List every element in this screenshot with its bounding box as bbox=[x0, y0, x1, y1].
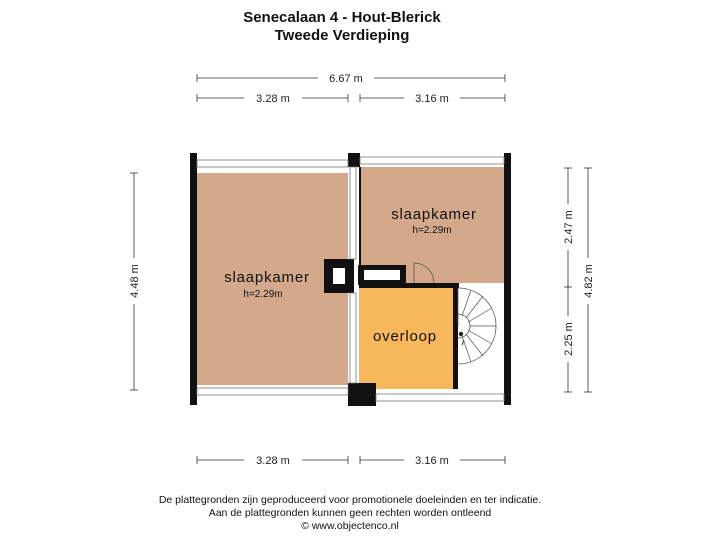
footer-disclaimer-1: De plattegronden zijn geproduceerd voor … bbox=[159, 494, 541, 506]
dimension-label: 2.47 m bbox=[563, 210, 575, 244]
footer-disclaimer-2: Aan de plattegronden kunnen geen rechten… bbox=[209, 507, 492, 519]
dimension-top-right: 3.16 m bbox=[359, 90, 506, 105]
windows bbox=[196, 156, 505, 402]
dimension-label: 4.82 m bbox=[583, 264, 595, 298]
room-overloop bbox=[359, 288, 455, 389]
footer-copyright: © www.objectenco.nl bbox=[301, 520, 399, 532]
room-slaapkamer-right bbox=[359, 167, 504, 283]
dimension-right-lower: 2.25 m bbox=[561, 287, 575, 393]
room-label-right: slaapkamer bbox=[391, 206, 477, 223]
dimension-bottom-left: 3.28 m bbox=[196, 452, 349, 467]
room-slaapkamer-left bbox=[197, 173, 348, 385]
dimension-label: 3.16 m bbox=[415, 455, 449, 467]
door-swing bbox=[413, 262, 435, 284]
dimension-right-total: 4.82 m bbox=[581, 167, 595, 393]
room-height-right: h=2.29m bbox=[412, 225, 451, 236]
dimension-label: 3.28 m bbox=[256, 455, 290, 467]
plan-subtitle: Tweede Verdieping bbox=[275, 27, 410, 44]
dimension-left-height: 4.48 m bbox=[127, 172, 141, 391]
walls bbox=[190, 153, 511, 406]
dimension-label: 6.67 m bbox=[329, 73, 363, 85]
room-label-left: slaapkamer bbox=[224, 269, 310, 286]
dimension-label: 4.48 m bbox=[129, 264, 141, 298]
room-label-landing: overloop bbox=[373, 328, 437, 345]
dimension-bottom-right: 3.16 m bbox=[359, 452, 506, 467]
dimension-label: 3.28 m bbox=[256, 93, 290, 105]
dimension-top-left: 3.28 m bbox=[196, 90, 349, 105]
room-height-left: h=2.29m bbox=[243, 289, 282, 300]
dimension-top-total: 6.67 m bbox=[196, 70, 506, 85]
spiral-stair-icon bbox=[457, 287, 497, 365]
dimension-label: 2.25 m bbox=[563, 322, 575, 356]
dimension-right-upper: 2.47 m bbox=[561, 167, 575, 288]
plan-title: Senecalaan 4 - Hout-Blerick bbox=[243, 9, 441, 26]
dimension-label: 3.16 m bbox=[415, 93, 449, 105]
stairwell bbox=[455, 288, 504, 388]
